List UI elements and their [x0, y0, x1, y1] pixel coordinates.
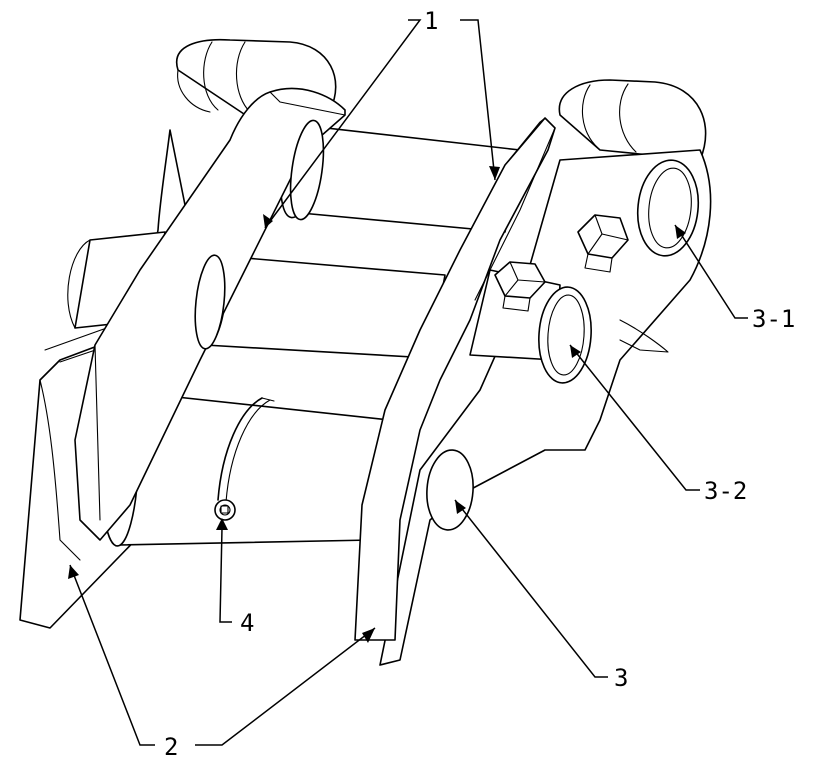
label-part-3-2: 3-2: [704, 477, 747, 505]
label-part-3-1: 3-1: [752, 305, 795, 333]
label-part-1: 1: [424, 7, 438, 35]
label-part-3: 3: [614, 664, 628, 692]
clamp-screw-head: [215, 500, 235, 520]
leader-3: [455, 500, 608, 677]
leader-2: [68, 565, 375, 745]
rear-right-hub: [559, 80, 705, 160]
label-part-4: 4: [240, 609, 254, 637]
label-part-2: 2: [164, 733, 178, 761]
